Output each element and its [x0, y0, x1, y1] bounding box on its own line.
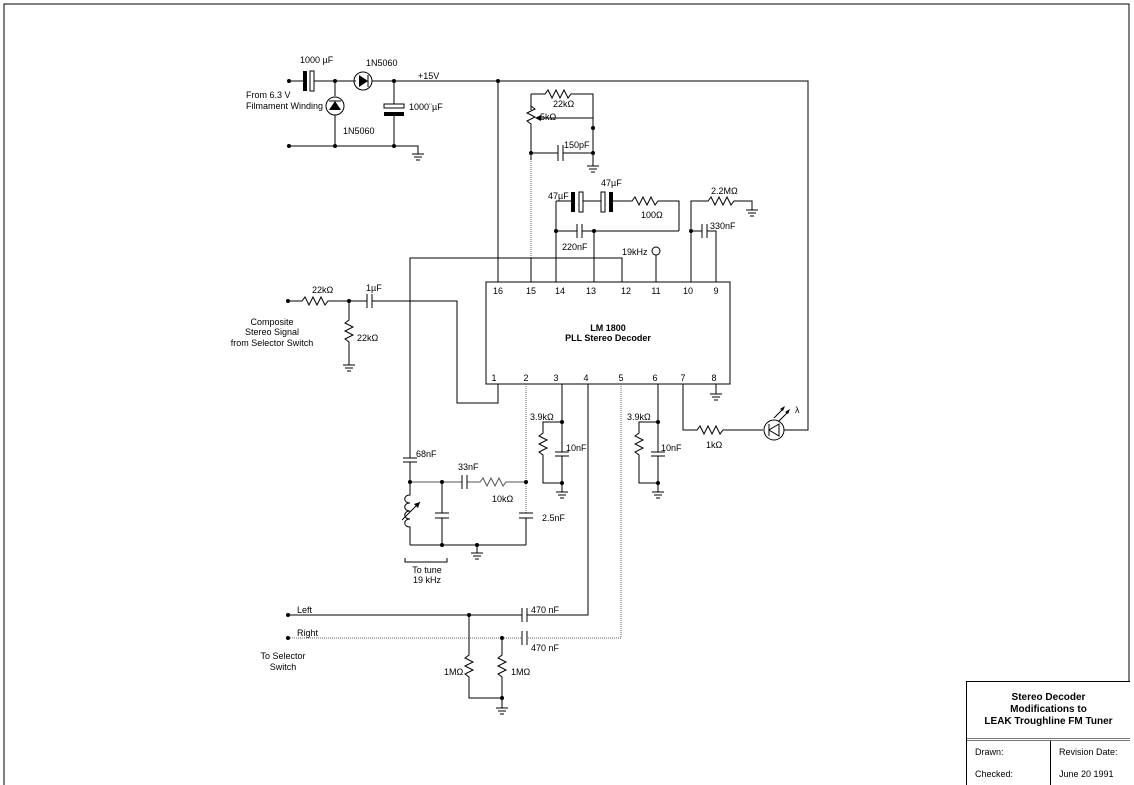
- stereo-indicator: [682, 384, 808, 441]
- drawn-label: Drawn:: [967, 741, 1051, 763]
- label-input-1: From 6.3 V: [246, 90, 291, 100]
- label-input-2: Stereo Signal: [245, 327, 299, 337]
- label-r-1k: 1kΩ: [706, 440, 723, 450]
- tuned-circuit: [401, 383, 533, 563]
- revision-date: June 20 1991: [1059, 769, 1114, 779]
- checked-label: Checked:: [967, 763, 1051, 785]
- test-point-19khz[interactable]: [651, 246, 661, 256]
- ground-icon: [556, 491, 568, 499]
- label-filter-cap: 1000¨µF: [409, 102, 443, 112]
- label-pot-5k: 5kΩ: [540, 112, 557, 122]
- title-block: Stereo Decoder Modifications to LEAK Tro…: [966, 681, 1130, 785]
- label-cap-330nF: 330nF: [710, 221, 736, 231]
- ic-pin-15: 15: [526, 286, 536, 296]
- label-cap-47uF-2: 47µF: [601, 178, 622, 188]
- label-dest-2: Switch: [270, 662, 297, 672]
- label-r-input-series: 22kΩ: [312, 285, 334, 295]
- label-test-point: 19kHz: [622, 247, 648, 257]
- tune-bracket: [404, 558, 448, 563]
- label-r-input-shunt: 22kΩ: [357, 333, 379, 343]
- ic-pin-16: 16: [493, 286, 503, 296]
- label-right: Right: [297, 628, 319, 638]
- ic-pin-1: 1: [491, 373, 496, 383]
- label-cap-1uF: 1µF: [366, 283, 382, 293]
- label-cap-10nF-right: 10nF: [661, 443, 682, 453]
- ic-top-pins: 16 15 14 13 12 11 10 9: [493, 286, 719, 296]
- label-r-2M2: 2.2MΩ: [711, 186, 738, 196]
- label-cap-47uF-1: 47µF: [548, 191, 569, 201]
- drawing-border: [3, 3, 1130, 785]
- drawing-title: Stereo Decoder Modifications to LEAK Tro…: [967, 682, 1130, 741]
- title-line-1: Stereo Decoder: [1011, 692, 1086, 703]
- ic-pin-5: 5: [618, 373, 623, 383]
- ic-pin-10: 10: [683, 286, 693, 296]
- label-r-1M-right: 1MΩ: [511, 667, 531, 677]
- ic-pin-6: 6: [652, 373, 657, 383]
- title-line-3: LEAK Troughline FM Tuner: [984, 716, 1113, 727]
- ground-icon: [471, 545, 483, 560]
- label-cap-68nF: 68nF: [416, 449, 437, 459]
- label-cap-2n5: 2.5nF: [542, 513, 566, 523]
- label-input-1: Composite: [250, 317, 293, 327]
- label-cap-1000uF: 1000 µF: [300, 55, 334, 65]
- label-tune-2: 19 kHz: [413, 575, 442, 585]
- deemphasis-left: [537, 384, 569, 499]
- ic-pin-3: 3: [553, 373, 558, 383]
- ic-pin-4: 4: [583, 373, 588, 383]
- label-input-2: Filmament Winding: [246, 101, 323, 111]
- inductor-adjustable[interactable]: [404, 482, 411, 545]
- label-diode-series: 1N5060: [366, 58, 398, 68]
- output-network: [286, 384, 622, 715]
- ground-icon: [343, 364, 355, 372]
- label-r-3k9-right: 3.9kΩ: [627, 412, 651, 422]
- label-rail: +15V: [418, 71, 439, 81]
- ic-pin-7: 7: [680, 373, 685, 383]
- ic-pin-2: 2: [523, 373, 528, 383]
- ground-icon: [746, 209, 758, 217]
- ic-name: LM 1800: [590, 323, 626, 333]
- ic-bottom-pins: 1 2 3 4 5 6 7 8: [491, 373, 716, 383]
- ic-lm1800: [485, 281, 731, 385]
- ic-description: PLL Stereo Decoder: [565, 333, 651, 343]
- deemphasis-right: [633, 384, 665, 499]
- ic-pin-13: 13: [586, 286, 596, 296]
- ground-icon: [710, 384, 722, 401]
- label-left: Left: [297, 605, 313, 615]
- ground-icon: [587, 165, 599, 173]
- ic-pin-12: 12: [621, 286, 631, 296]
- label-r-22k: 22kΩ: [553, 99, 575, 109]
- ground-icon: [652, 491, 664, 499]
- label-cap-220nF: 220nF: [562, 242, 588, 252]
- label-cap-10nF-left: 10nF: [566, 443, 587, 453]
- ground-icon: [412, 153, 424, 161]
- ic-pin-14: 14: [555, 286, 565, 296]
- label-r-10k: 10kΩ: [492, 494, 514, 504]
- label-r-1M-left: 1MΩ: [444, 667, 464, 677]
- cap-1000uF-filter: [383, 103, 405, 109]
- label-r-100: 100Ω: [641, 210, 663, 220]
- label-cap-470nF-right: 470 nF: [531, 643, 560, 653]
- label-r-3k9-left: 3.9kΩ: [530, 412, 554, 422]
- label-diode-shunt: 1N5060: [343, 126, 375, 136]
- label-cap-150pF: 150pF: [564, 140, 590, 150]
- input-network: [286, 294, 499, 404]
- label-input-3: from Selector Switch: [231, 338, 314, 348]
- ic-pin-9: 9: [713, 286, 718, 296]
- label-tune-1: To tune: [412, 565, 442, 575]
- title-line-2: Modifications to: [1010, 704, 1087, 715]
- label-cap-33nF: 33nF: [458, 462, 479, 472]
- vco-network: [525, 88, 599, 258]
- ic-pin-8: 8: [711, 373, 716, 383]
- label-lambda: λ: [795, 405, 800, 415]
- pilot-network: [554, 191, 758, 282]
- ground-icon: [496, 707, 508, 715]
- label-cap-470nF-left: 470 nF: [531, 605, 560, 615]
- label-dest-1: To Selector: [260, 651, 305, 661]
- revision-label: Revision Date:: [1059, 747, 1118, 757]
- ic-pin-11: 11: [651, 286, 660, 296]
